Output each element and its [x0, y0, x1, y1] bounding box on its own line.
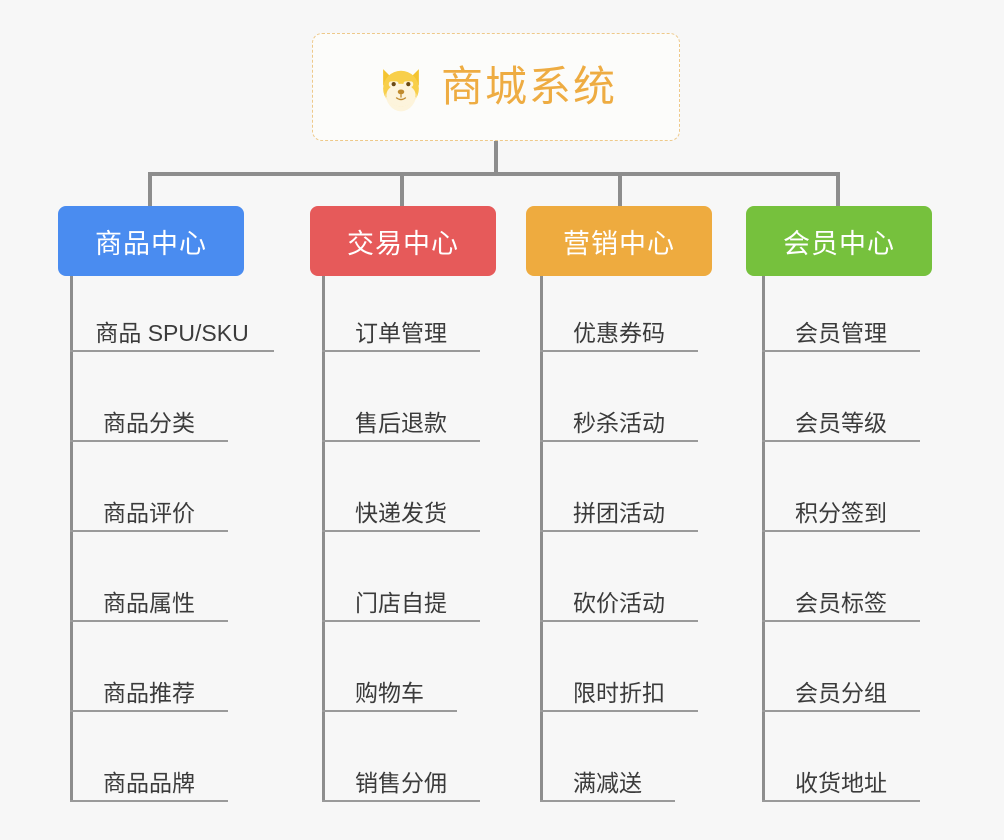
connector-drop-4 — [836, 172, 840, 206]
leaf-label: 商品属性 — [103, 589, 195, 616]
leaf-node-0-3[interactable]: 商品属性 — [70, 558, 228, 622]
leaf-label: 优惠券码 — [573, 319, 665, 346]
category-label: 交易中心 — [347, 228, 459, 259]
leaf-label: 售后退款 — [355, 409, 447, 436]
leaf-node-2-4[interactable]: 限时折扣 — [540, 648, 698, 712]
leaf-node-2-1[interactable]: 秒杀活动 — [540, 378, 698, 442]
leaf-label: 会员标签 — [795, 589, 887, 616]
leaf-label: 商品分类 — [103, 409, 195, 436]
leaf-label: 收货地址 — [795, 769, 887, 796]
category-header-2[interactable]: 营销中心 — [526, 206, 712, 276]
column-spine-2 — [540, 276, 543, 800]
leaf-node-3-1[interactable]: 会员等级 — [762, 378, 920, 442]
leaf-label: 砍价活动 — [573, 589, 665, 616]
leaf-label: 订单管理 — [355, 319, 447, 346]
root-node[interactable]: 商城系统 — [312, 33, 680, 141]
category-label: 营销中心 — [563, 228, 675, 259]
leaf-label: 商品推荐 — [103, 679, 195, 706]
leaf-label: 满减送 — [573, 769, 642, 796]
leaf-node-1-4[interactable]: 购物车 — [322, 648, 457, 712]
leaf-node-0-1[interactable]: 商品分类 — [70, 378, 228, 442]
connector-drop-2 — [400, 172, 404, 206]
leaf-label: 会员管理 — [795, 319, 887, 346]
category-header-0[interactable]: 商品中心 — [58, 206, 244, 276]
category-header-3[interactable]: 会员中心 — [746, 206, 932, 276]
leaf-node-1-5[interactable]: 销售分佣 — [322, 738, 480, 802]
leaf-label: 销售分佣 — [355, 769, 447, 796]
leaf-node-3-4[interactable]: 会员分组 — [762, 648, 920, 712]
dog-face-icon — [375, 61, 427, 113]
leaf-label: 购物车 — [355, 679, 424, 706]
leaf-node-3-2[interactable]: 积分签到 — [762, 468, 920, 532]
connector-root-stem — [494, 141, 498, 174]
leaf-label: 商品 SPU/SKU — [95, 319, 249, 346]
leaf-label: 门店自提 — [355, 589, 447, 616]
leaf-node-0-2[interactable]: 商品评价 — [70, 468, 228, 532]
leaf-node-3-5[interactable]: 收货地址 — [762, 738, 920, 802]
leaf-node-2-2[interactable]: 拼团活动 — [540, 468, 698, 532]
leaf-label: 积分签到 — [795, 499, 887, 526]
leaf-node-0-5[interactable]: 商品品牌 — [70, 738, 228, 802]
category-label: 会员中心 — [783, 228, 895, 259]
connector-drop-3 — [618, 172, 622, 206]
category-label: 商品中心 — [95, 228, 207, 259]
connector-horizontal-bus — [148, 172, 840, 176]
connector-drop-1 — [148, 172, 152, 206]
leaf-node-1-2[interactable]: 快递发货 — [322, 468, 480, 532]
leaf-label: 限时折扣 — [573, 679, 665, 706]
leaf-label: 商品品牌 — [103, 769, 195, 796]
column-spine-0 — [70, 276, 73, 800]
leaf-label: 会员分组 — [795, 679, 887, 706]
leaf-node-0-0[interactable]: 商品 SPU/SKU — [70, 288, 274, 352]
leaf-node-3-0[interactable]: 会员管理 — [762, 288, 920, 352]
leaf-node-3-3[interactable]: 会员标签 — [762, 558, 920, 622]
leaf-label: 会员等级 — [795, 409, 887, 436]
leaf-node-2-0[interactable]: 优惠券码 — [540, 288, 698, 352]
leaf-label: 秒杀活动 — [573, 409, 665, 436]
leaf-node-2-3[interactable]: 砍价活动 — [540, 558, 698, 622]
leaf-label: 拼团活动 — [573, 499, 665, 526]
column-spine-1 — [322, 276, 325, 800]
leaf-label: 快递发货 — [355, 499, 447, 526]
leaf-node-1-3[interactable]: 门店自提 — [322, 558, 480, 622]
leaf-node-1-0[interactable]: 订单管理 — [322, 288, 480, 352]
leaf-node-2-5[interactable]: 满减送 — [540, 738, 675, 802]
leaf-label: 商品评价 — [103, 499, 195, 526]
category-header-1[interactable]: 交易中心 — [310, 206, 496, 276]
column-spine-3 — [762, 276, 765, 800]
root-title: 商城系统 — [440, 63, 617, 110]
leaf-node-0-4[interactable]: 商品推荐 — [70, 648, 228, 712]
leaf-node-1-1[interactable]: 售后退款 — [322, 378, 480, 442]
